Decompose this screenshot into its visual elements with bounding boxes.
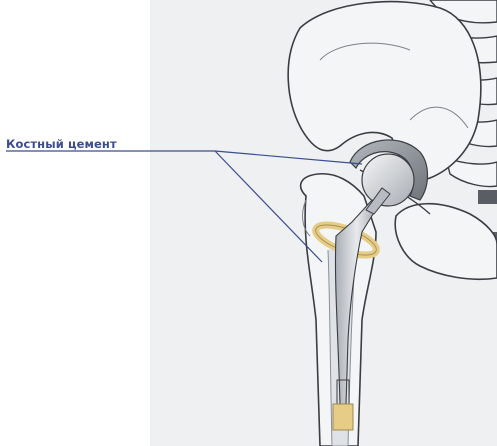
femoral-head-ball — [362, 154, 414, 206]
bone-cement-label: Костный цемент — [6, 137, 117, 151]
cement-plug — [333, 404, 353, 430]
